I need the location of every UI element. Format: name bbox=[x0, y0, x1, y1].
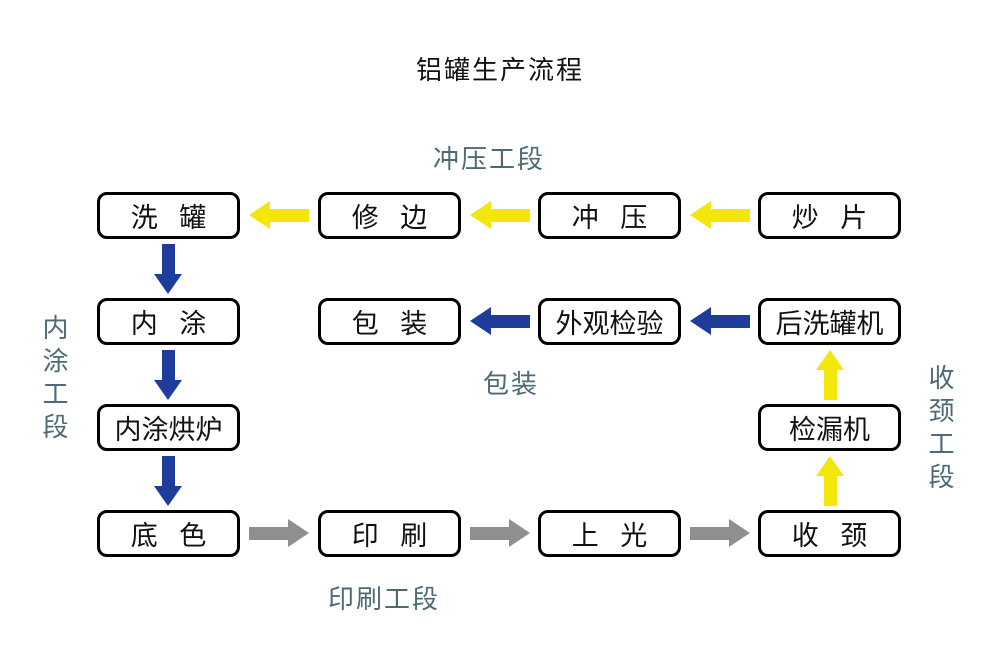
box-post-washer: 后洗罐机 bbox=[758, 298, 901, 345]
arrow-leak-tester-to-post-washer bbox=[816, 350, 844, 400]
arrow-wash-can-to-inner-coating bbox=[154, 244, 182, 294]
box-wash-can: 洗 罐 bbox=[97, 192, 240, 239]
section-label-stamping: 冲压工段 bbox=[433, 144, 546, 174]
box-base-coat: 底 色 bbox=[97, 510, 240, 557]
arrow-trimming-to-wash-can bbox=[249, 201, 309, 229]
arrow-inspection-to-packing bbox=[470, 307, 530, 335]
arrow-chaopian-to-stamping bbox=[690, 201, 750, 229]
box-visual-inspection: 外观检验 bbox=[538, 298, 681, 345]
box-varnishing: 上 光 bbox=[538, 510, 681, 557]
box-printing: 印 刷 bbox=[318, 510, 461, 557]
box-stamping: 冲 压 bbox=[538, 192, 681, 239]
arrow-printing-to-varnishing bbox=[470, 519, 530, 547]
section-label-packing: 包装 bbox=[483, 369, 540, 399]
arrow-necking-to-leak-tester bbox=[816, 456, 844, 506]
box-necking: 收 颈 bbox=[758, 510, 901, 557]
box-trimming: 修 边 bbox=[318, 192, 461, 239]
arrow-post-washer-to-inspection bbox=[690, 307, 750, 335]
section-label-inner-coating: 内涂工段 bbox=[39, 314, 69, 446]
box-packing: 包 装 bbox=[318, 298, 461, 345]
page-title: 铝罐生产流程 bbox=[415, 55, 584, 85]
box-chaopian: 炒 片 bbox=[758, 192, 901, 239]
arrow-varnishing-to-necking bbox=[690, 519, 750, 547]
arrow-inner-coating-to-oven bbox=[154, 350, 182, 400]
arrow-stamping-to-trimming bbox=[470, 201, 530, 229]
box-coating-oven: 内涂烘炉 bbox=[97, 404, 240, 451]
box-inner-coating: 内 涂 bbox=[97, 298, 240, 345]
arrow-base-coat-to-printing bbox=[249, 519, 309, 547]
arrow-oven-to-base-coat bbox=[154, 456, 182, 506]
section-label-printing: 印刷工段 bbox=[328, 584, 441, 614]
box-leak-tester: 检漏机 bbox=[758, 404, 901, 451]
section-label-necking: 收颈工段 bbox=[925, 364, 955, 496]
